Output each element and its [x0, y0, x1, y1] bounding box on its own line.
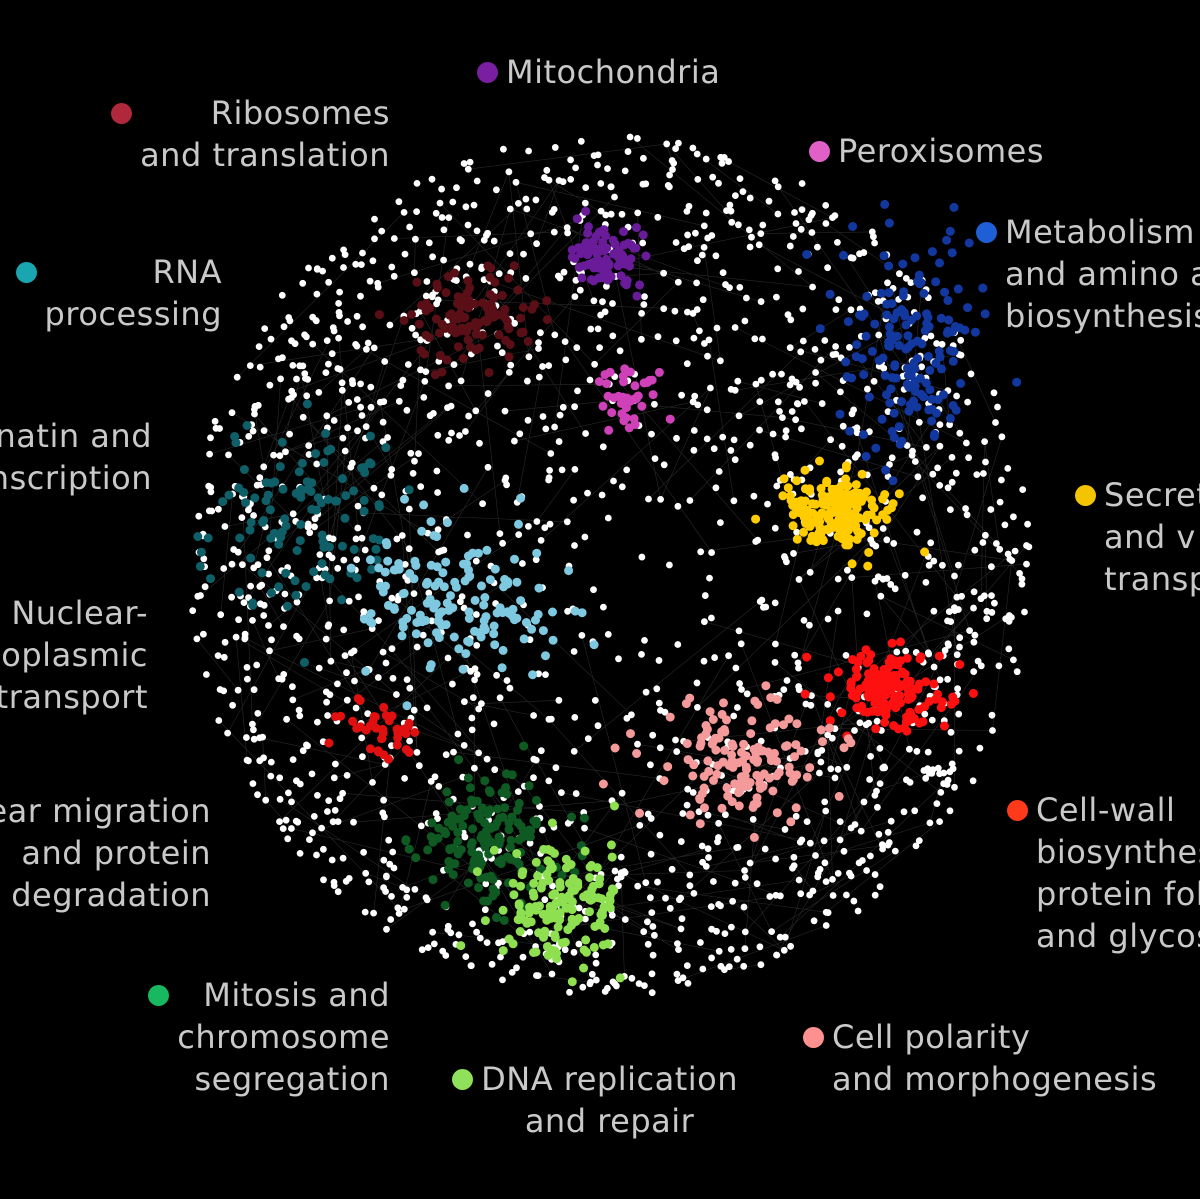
cell-wall-legend-dot: [1007, 800, 1028, 821]
label-chromatin: natin and nscription: [0, 417, 152, 497]
cluster-nuclear-cytoplasmic-transport: [346, 483, 599, 711]
label-dna-replication: DNA replication and repair: [452, 1058, 738, 1142]
polarity-legend-dot: [803, 1027, 824, 1048]
cluster-mitosis: [401, 741, 589, 925]
label-metabolism: Metabolism and amino a biosynthesis: [976, 211, 1200, 337]
ribosomes-legend-dot: [111, 103, 133, 124]
cluster-secretion: [751, 456, 930, 571]
cluster-rna-processing: [193, 399, 414, 667]
cluster-nodes-nuclear-migration: [324, 694, 420, 764]
cluster-nodes-dna-replication: [456, 801, 625, 987]
network-nodes: [189, 133, 1033, 997]
cluster-mitochondria: [567, 206, 651, 301]
secretion-legend-dot: [1075, 485, 1096, 506]
cluster-nodes-cell-wall: [800, 637, 978, 741]
cluster-nodes-nuclear-cytoplasmic-transport: [346, 483, 599, 711]
cluster-cell-wall: [800, 637, 978, 741]
cluster-cell-polarity: [598, 681, 856, 842]
cluster-metabolism: [802, 199, 1022, 486]
cluster-nodes-rna-processing: [193, 399, 414, 667]
label-peroxisomes: Peroxisomes: [809, 130, 1044, 172]
label-secretion: Secret and v transp: [1075, 474, 1200, 600]
metabolism-legend-dot: [976, 222, 997, 243]
gene-nodes-unassigned: [189, 133, 1033, 997]
cluster-peroxisomes: [594, 364, 675, 435]
label-rna-processing: RNA processing: [15, 251, 222, 335]
label-nuclear-migration: ear migration and protein degradation: [0, 792, 211, 914]
cluster-nuclear-migration: [324, 694, 420, 764]
cluster-nodes-mitosis: [401, 741, 589, 925]
dna-legend-dot: [452, 1069, 474, 1090]
cluster-nodes-metabolism: [802, 199, 1022, 486]
label-cell-wall: Cell-wall biosynthes protein fol and gly…: [1007, 789, 1200, 957]
mitosis-legend-dot: [148, 985, 170, 1006]
cluster-nodes-secretion: [751, 456, 930, 571]
label-mitosis: Mitosis and chromosome segregation: [148, 974, 390, 1100]
peroxisomes-legend-dot: [809, 141, 830, 162]
label-ribosomes: Ribosomes and translation: [111, 92, 390, 176]
label-nuclear-transport: Nuclear- oplasmic transport: [0, 594, 148, 716]
cluster-nodes-ribosomes: [374, 261, 552, 380]
cluster-nodes-mitochondria: [567, 206, 651, 301]
label-mitochondria: Mitochondria: [477, 51, 720, 93]
cluster-nodes-peroxisomes: [594, 364, 675, 435]
mitochondria-legend-dot: [477, 62, 498, 83]
cluster-dna-replication: [456, 801, 625, 987]
cluster-ribosomes: [374, 261, 552, 380]
label-cell-polarity: Cell polarity and morphogenesis: [803, 1016, 1157, 1100]
cluster-nodes-cell-polarity: [598, 681, 856, 842]
rna-legend-dot: [15, 262, 37, 283]
